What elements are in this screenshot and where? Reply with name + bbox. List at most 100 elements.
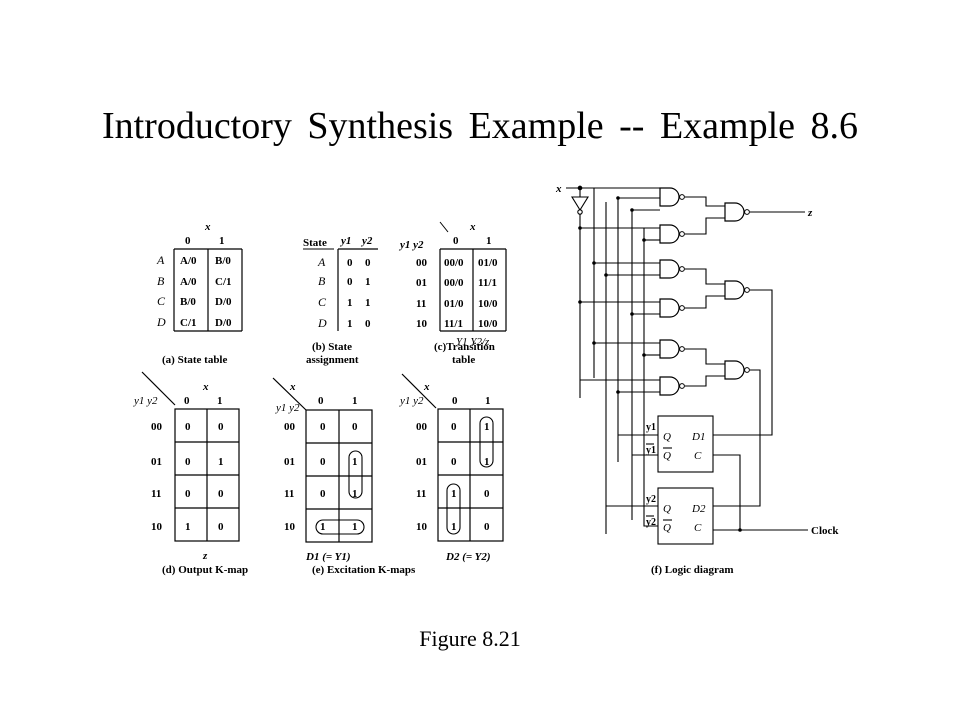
state-assignment-caption-1: (b) State [312, 341, 352, 353]
state-table: x 0 1 A B C D A/0 B/0 A/0 C/1 B/0 D/0 C/… [156, 221, 243, 366]
kmap-row: 11 [151, 488, 161, 500]
kmap-row: 11 [284, 488, 294, 500]
kmap-cell: 0 [484, 521, 490, 533]
clock-label: Clock [811, 525, 839, 537]
nand-gate-5 [659, 339, 686, 359]
transition-cell: 10/0 [478, 318, 498, 330]
state-cell: D/0 [215, 296, 232, 308]
assignment-row-D: D [317, 316, 327, 330]
assignment-cell: 1 [365, 276, 371, 288]
figure-caption: Figure 8.21 [419, 626, 521, 651]
slide-title: Introductory Synthesis Example -- Exampl… [101, 105, 859, 147]
kmap-cell: 0 [320, 488, 326, 500]
nand-gate-z [724, 202, 751, 222]
kmap-cell: 0 [451, 421, 457, 433]
nand-gate-6 [659, 376, 686, 396]
state-assignment-caption-2: assignment [306, 354, 359, 366]
excitation-caption: (e) Excitation K-maps [312, 564, 416, 576]
d2-group-top [479, 416, 494, 468]
kmap-cell: 1 [352, 521, 358, 533]
transition-cell: 00/0 [444, 257, 464, 269]
transition-col-0: 0 [453, 235, 459, 247]
assignment-cell: 0 [365, 257, 371, 269]
state-table-caption: (a) State table [162, 354, 227, 366]
kmap-row: 10 [416, 521, 428, 533]
state-assignment-label: State [303, 237, 327, 249]
kmap-cell: 1 [451, 488, 457, 500]
flip-flop-1 [657, 415, 714, 473]
ff2-y-label: y2 [646, 494, 656, 505]
assignment-col-y1: y1 [339, 235, 351, 247]
state-row-B: B [157, 274, 165, 288]
kmap-cell: 1 [352, 488, 358, 500]
ff1-c-label: C [694, 450, 702, 462]
kmap-cell: 0 [320, 421, 326, 433]
state-row-C: C [157, 294, 166, 308]
transition-cell: 01/0 [444, 298, 464, 310]
assignment-cell: 1 [347, 318, 353, 330]
kmap-cell: 1 [484, 456, 490, 468]
assignment-cell: 0 [365, 318, 371, 330]
kmap-cell: 1 [218, 456, 224, 468]
ff1-ybar-label: y1 [646, 445, 656, 456]
assignment-row-C: C [318, 295, 327, 309]
d1-kmap-func: D1 (= Y1) [305, 551, 351, 563]
logic-diagram: x [555, 183, 839, 576]
state-table-var-label: x [204, 221, 211, 233]
transition-code: 11 [416, 298, 426, 310]
kmap-cell: 0 [484, 488, 490, 500]
assignment-row-A: A [317, 255, 326, 269]
kmap-row: 10 [284, 521, 296, 533]
nand-gate-2 [659, 224, 686, 244]
logic-diagram-caption: (f) Logic diagram [651, 564, 733, 576]
assignment-cell: 0 [347, 257, 353, 269]
state-row-D: D [156, 315, 166, 329]
transition-code: 01 [416, 277, 427, 289]
kmap-cell: 1 [451, 521, 457, 533]
kmap-row: 01 [416, 456, 427, 468]
transition-col-1: 1 [486, 235, 492, 247]
kmap-col: 0 [184, 395, 190, 407]
transition-caption-2: table [452, 354, 475, 366]
kmap-row: 11 [416, 488, 426, 500]
d1-group-horizontal [315, 519, 365, 535]
assignment-cell: 0 [347, 276, 353, 288]
transition-cell: 01/0 [478, 257, 498, 269]
assignment-col-y2: y2 [360, 235, 373, 247]
state-table-col-1: 1 [219, 235, 225, 247]
ff2-qbar-label: Q [663, 522, 671, 534]
kmap-cell: 1 [484, 421, 490, 433]
state-cell: C/1 [180, 317, 197, 329]
d1-group-vertical [348, 450, 363, 499]
kmap-col: 1 [217, 395, 223, 407]
d2-kmap: x y1 y2 0 1 00 01 11 10 0 1 0 1 1 0 1 0 … [399, 373, 504, 563]
ff2-c-label: C [694, 522, 702, 534]
ff1-y-label: y1 [646, 422, 656, 433]
state-cell: A/0 [180, 255, 197, 267]
transition-overlay-label: Y1 Y2/z [456, 336, 490, 348]
nand-gate-4 [659, 298, 686, 318]
output-kmap-var: x [202, 381, 209, 393]
state-assignment: State y1 y2 A B C D 0 0 0 1 1 1 1 0 (b) … [303, 235, 378, 366]
d1-kmap-row-label: y1 y2 [275, 402, 300, 414]
state-cell: D/0 [215, 317, 232, 329]
assignment-cell: 1 [347, 297, 353, 309]
kmap-cell: 0 [352, 421, 358, 433]
d2-group-bottom [446, 483, 461, 535]
nand-gate-d1 [724, 280, 751, 300]
kmap-row: 10 [151, 521, 163, 533]
transition-code: 10 [416, 318, 428, 330]
d2-kmap-row-label: y1 y2 [399, 395, 424, 407]
output-kmap: x y1 y2 0 1 00 01 11 10 0 0 0 1 0 0 1 0 … [133, 371, 248, 576]
kmap-col: 1 [352, 395, 358, 407]
transition-cell: 11/1 [478, 277, 497, 289]
kmap-cell: 0 [320, 456, 326, 468]
kmap-row: 00 [416, 421, 428, 433]
kmap-col: 1 [485, 395, 491, 407]
kmap-cell: 0 [451, 456, 457, 468]
kmap-cell: 1 [320, 521, 326, 533]
kmap-row: 01 [284, 456, 295, 468]
d2-kmap-func: D2 (= Y2) [445, 551, 491, 563]
kmap-cell: 0 [185, 456, 191, 468]
